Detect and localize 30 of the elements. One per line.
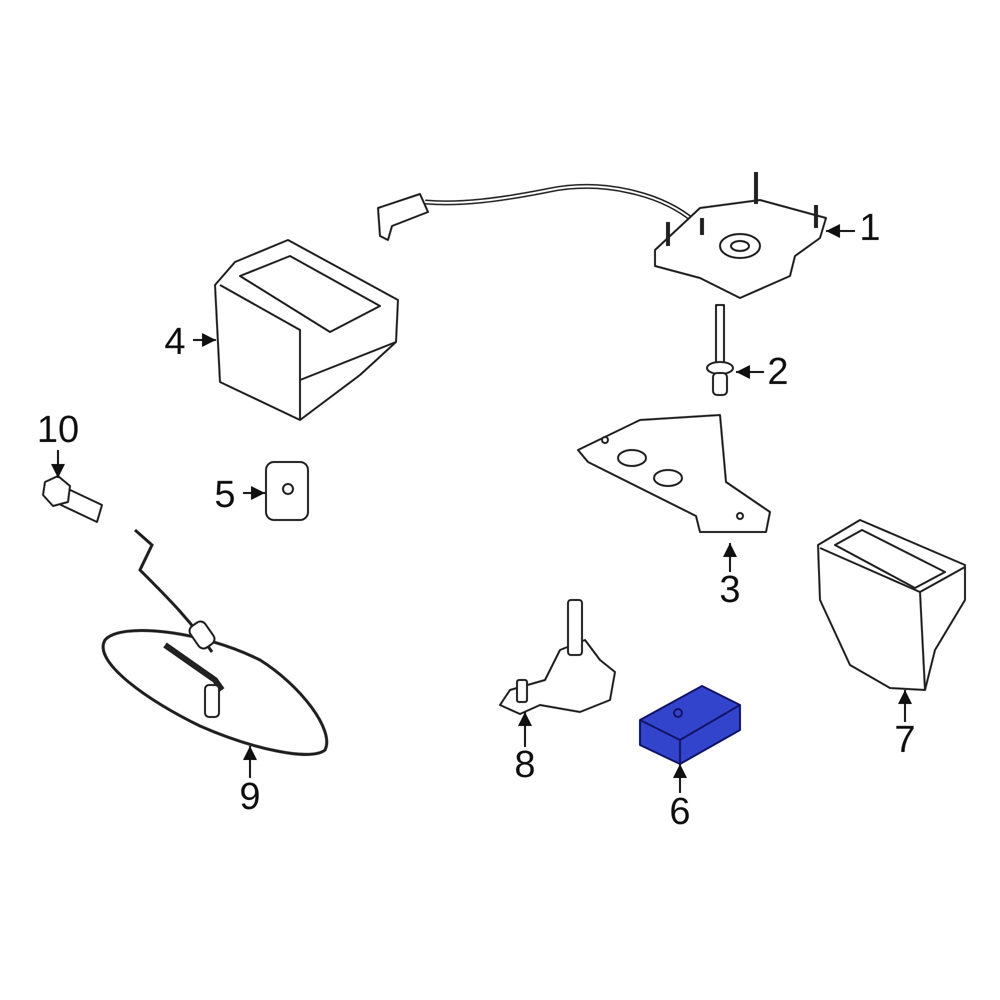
leader-line xyxy=(673,764,687,793)
callout-number: 3 xyxy=(719,571,741,609)
mounting-plate-drawing xyxy=(377,170,827,299)
pin-bracket-drawing xyxy=(499,599,616,715)
leader-line xyxy=(518,712,532,747)
leader-line xyxy=(243,486,265,500)
callout-number: 9 xyxy=(239,778,261,816)
callout-number: 10 xyxy=(36,411,80,449)
block-drawing xyxy=(639,685,741,765)
leader-line xyxy=(898,690,912,722)
stud-drawing xyxy=(706,304,734,396)
pad-drawing xyxy=(265,461,309,521)
callout-number: 8 xyxy=(514,746,536,784)
leader-line xyxy=(723,543,737,572)
leader-line xyxy=(826,224,855,238)
callout-number: 5 xyxy=(214,476,236,514)
storage-bin-drawing xyxy=(214,239,399,421)
leader-line xyxy=(243,746,257,778)
bin-drawing xyxy=(817,519,966,691)
callout-number: 7 xyxy=(894,721,916,759)
callout-number: 4 xyxy=(164,323,186,361)
bracket-drawing xyxy=(577,414,771,533)
leader-line xyxy=(193,333,216,347)
callout-number: 6 xyxy=(669,793,691,831)
leader-line xyxy=(736,365,764,379)
cable-drawing xyxy=(102,528,328,756)
bolt-drawing xyxy=(42,475,103,523)
callout-number: 2 xyxy=(767,353,789,391)
leader-line xyxy=(51,450,65,478)
callout-number: 1 xyxy=(859,209,881,247)
